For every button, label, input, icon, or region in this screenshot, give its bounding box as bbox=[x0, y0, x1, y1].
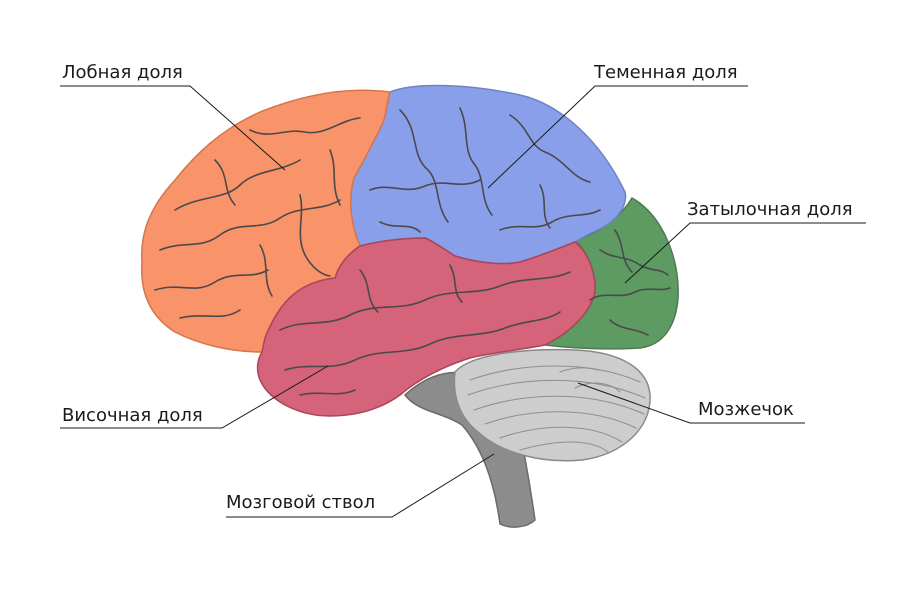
leader-line-frontal bbox=[60, 85, 286, 171]
parietal-lobe-region bbox=[349, 84, 627, 265]
parietal-gyri bbox=[369, 107, 601, 233]
leader-line-brainstem bbox=[226, 453, 495, 518]
leader-lines bbox=[60, 85, 866, 518]
temporal-gyri bbox=[279, 264, 571, 396]
cerebellum-folia bbox=[467, 365, 646, 453]
leader-line-temporal bbox=[60, 365, 329, 429]
label-occipital-lobe: Затылочная доля bbox=[687, 199, 853, 220]
label-temporal-lobe: Височная доля bbox=[62, 405, 203, 426]
label-frontal-lobe: Лобная доля bbox=[62, 62, 183, 83]
label-parietal-lobe: Теменная доля bbox=[594, 62, 738, 83]
leader-line-parietal bbox=[487, 85, 748, 189]
leader-line-occipital bbox=[624, 222, 866, 284]
label-cerebellum: Мозжечок bbox=[698, 399, 794, 420]
frontal-gyri bbox=[154, 117, 361, 319]
occipital-gyri bbox=[589, 229, 671, 336]
label-brainstem: Мозговой ствол bbox=[226, 492, 376, 513]
leader-line-cerebellum bbox=[577, 382, 805, 424]
